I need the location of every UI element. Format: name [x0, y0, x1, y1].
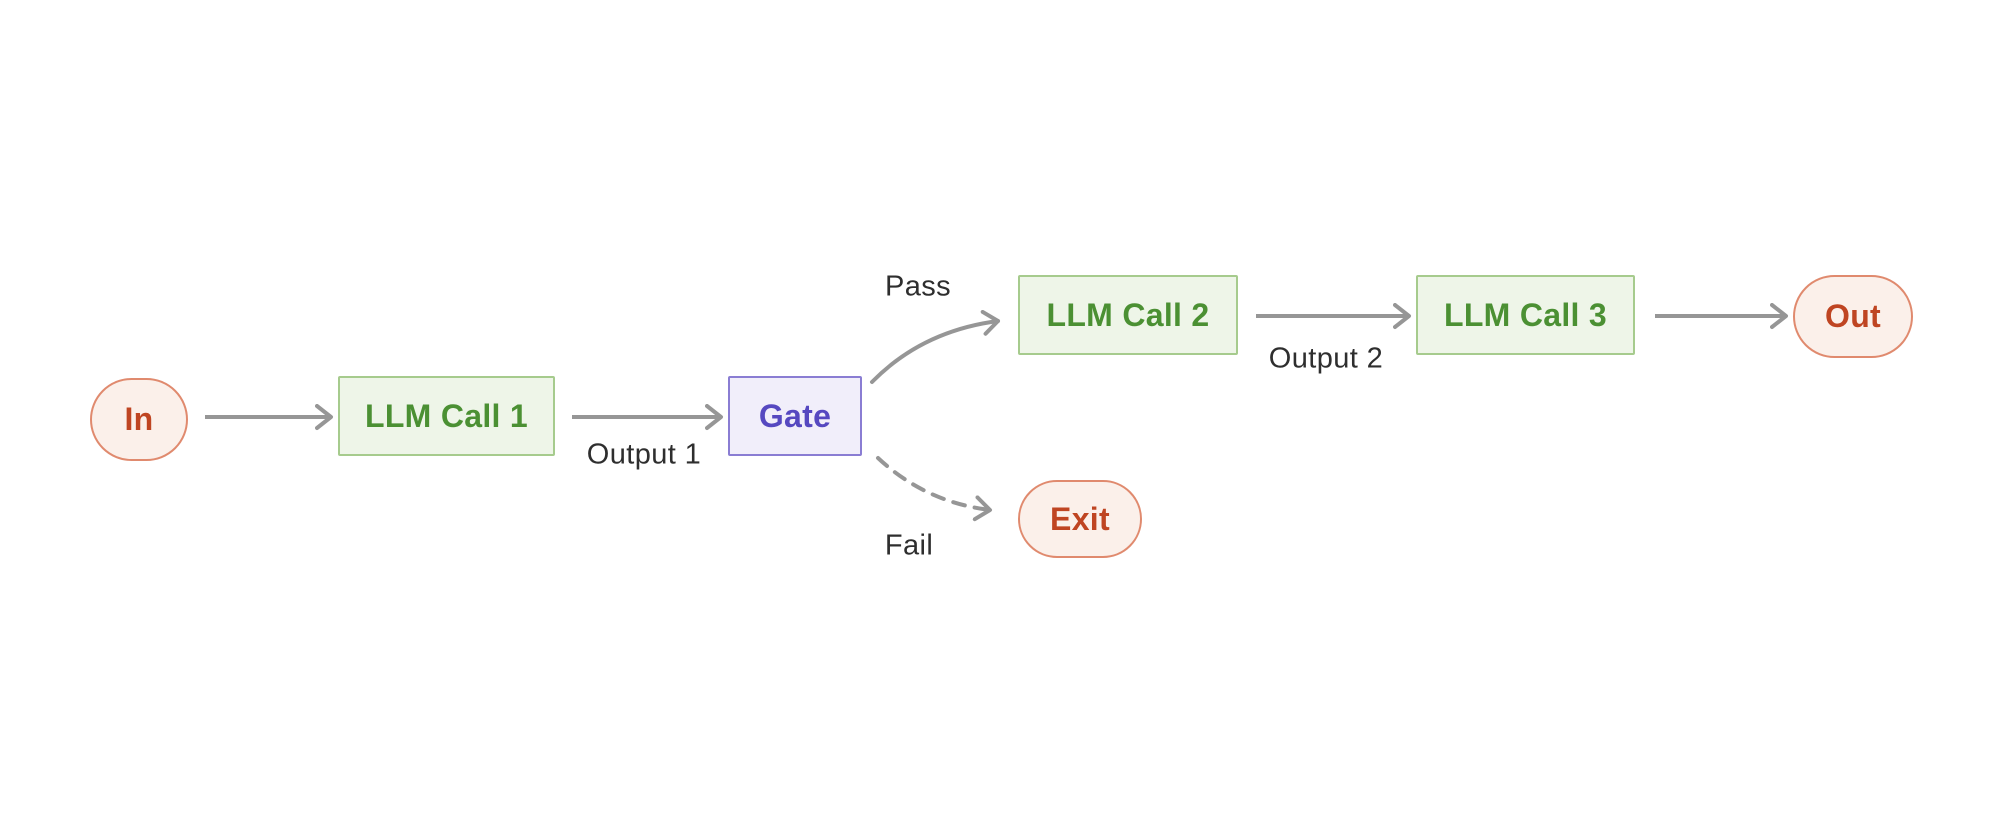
node-gate-label: Gate: [758, 397, 832, 434]
node-llm-call-2: LLM Call 2: [1018, 275, 1238, 355]
node-llm-call-3: LLM Call 3: [1416, 275, 1635, 355]
node-exit-label: Exit: [1050, 500, 1110, 537]
node-in: In: [90, 378, 188, 461]
edge-label-fail: Fail: [884, 529, 934, 562]
edge-label-output-2: Output 2: [1268, 342, 1384, 375]
edge-label-output-1: Output 1: [586, 438, 702, 471]
node-llm-call-1: LLM Call 1: [338, 376, 555, 456]
edge-label-pass: Pass: [884, 270, 952, 303]
node-llm-call-1-label: LLM Call 1: [364, 397, 528, 434]
node-gate: Gate: [728, 376, 862, 456]
node-out-label: Out: [1825, 298, 1881, 334]
node-in-label: In: [124, 401, 154, 437]
edge-gate-to-llm-call-2-pass: [870, 309, 1000, 384]
node-llm-call-2-label: LLM Call 2: [1046, 296, 1210, 333]
node-out: Out: [1793, 275, 1913, 358]
edge-gate-to-exit-fail: [876, 456, 992, 522]
node-llm-call-3-label: LLM Call 3: [1443, 296, 1607, 333]
node-exit: Exit: [1018, 480, 1142, 558]
